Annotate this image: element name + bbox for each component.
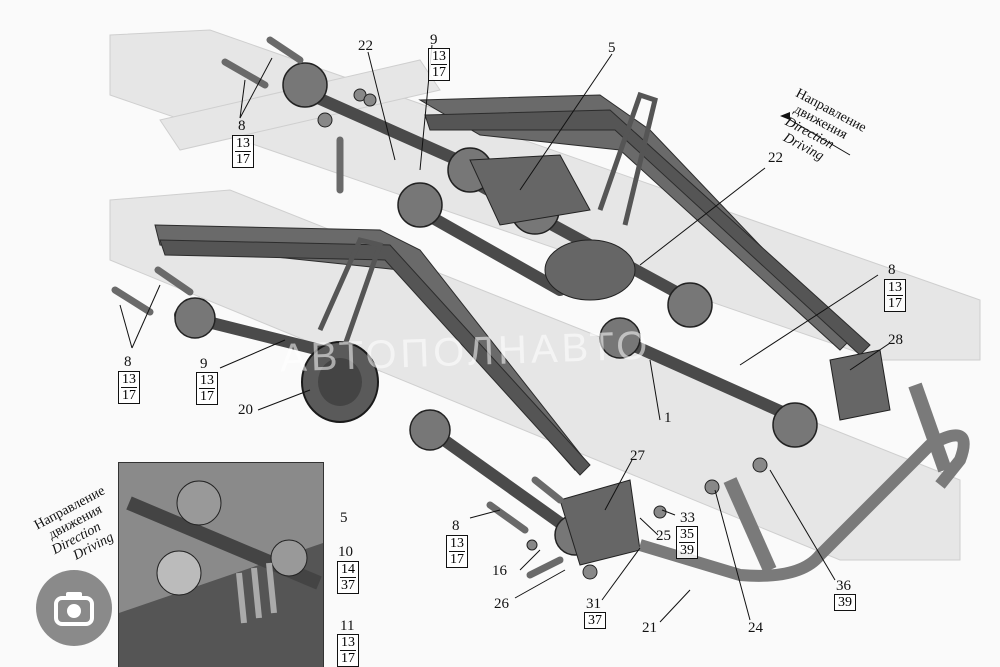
box-31: 37 [584,612,606,629]
spring-brackets [469,154,891,566]
label-26: 26 [494,596,509,612]
box-cell: 13 [432,49,446,64]
inset-label-11: 11 [340,618,355,634]
box-cell: 13 [122,372,136,387]
box-cell: 13 [888,280,902,295]
box-cell: 17 [431,64,447,80]
label-24: 24 [748,620,763,636]
box-cell: 39 [679,542,695,558]
box-cell: 35 [680,527,694,542]
camera-lens-icon [54,592,94,626]
box-cell: 13 [236,136,250,151]
box-cell: 17 [199,388,215,404]
inset-label-10: 10 [338,544,353,560]
label-31: 31 [586,596,601,612]
box-cell: 13 [450,536,464,551]
bolts [111,36,564,579]
label-20: 20 [238,402,253,418]
label-33: 33 [680,510,695,526]
u-bolts [317,91,658,346]
label-8-right: 8 [888,262,896,278]
label-8-bottom: 8 [452,518,460,534]
lens-search-button[interactable] [36,570,112,646]
direction-arrow-main [780,112,790,120]
label-28: 28 [888,332,903,348]
box-36: 39 [834,594,856,611]
box-cell: 39 [838,595,852,610]
label-21: 21 [642,620,657,636]
box-cell: 37 [588,613,602,628]
box-cell: 13 [341,635,355,650]
label-5: 5 [608,40,616,56]
label-25: 25 [656,528,671,544]
differential-housing [301,341,379,423]
label-16: 16 [492,563,507,579]
box-cell: 17 [235,151,251,167]
box-cell: 17 [121,387,137,403]
label-8-left: 8 [124,354,132,370]
inset-drawing [119,463,323,667]
detail-inset [118,462,324,667]
nuts [317,88,768,580]
box-cell: 17 [449,551,465,567]
label-8-topleft: 8 [238,118,246,134]
inset-label-5: 5 [340,510,348,526]
label-9-left: 9 [200,356,208,372]
label-27: 27 [630,448,645,464]
box-cell: 17 [887,295,903,311]
label-22-right: 22 [768,150,783,166]
box-cell: 37 [340,577,356,593]
label-36: 36 [836,578,851,594]
leader-lines [119,44,891,623]
box-cell: 14 [341,562,355,577]
label-9-top: 9 [430,32,438,48]
box-cell: 13 [200,373,214,388]
label-1: 1 [664,410,672,426]
box-cell: 17 [340,650,356,666]
leaf-spring-front [154,224,591,476]
label-22-top: 22 [358,38,373,54]
